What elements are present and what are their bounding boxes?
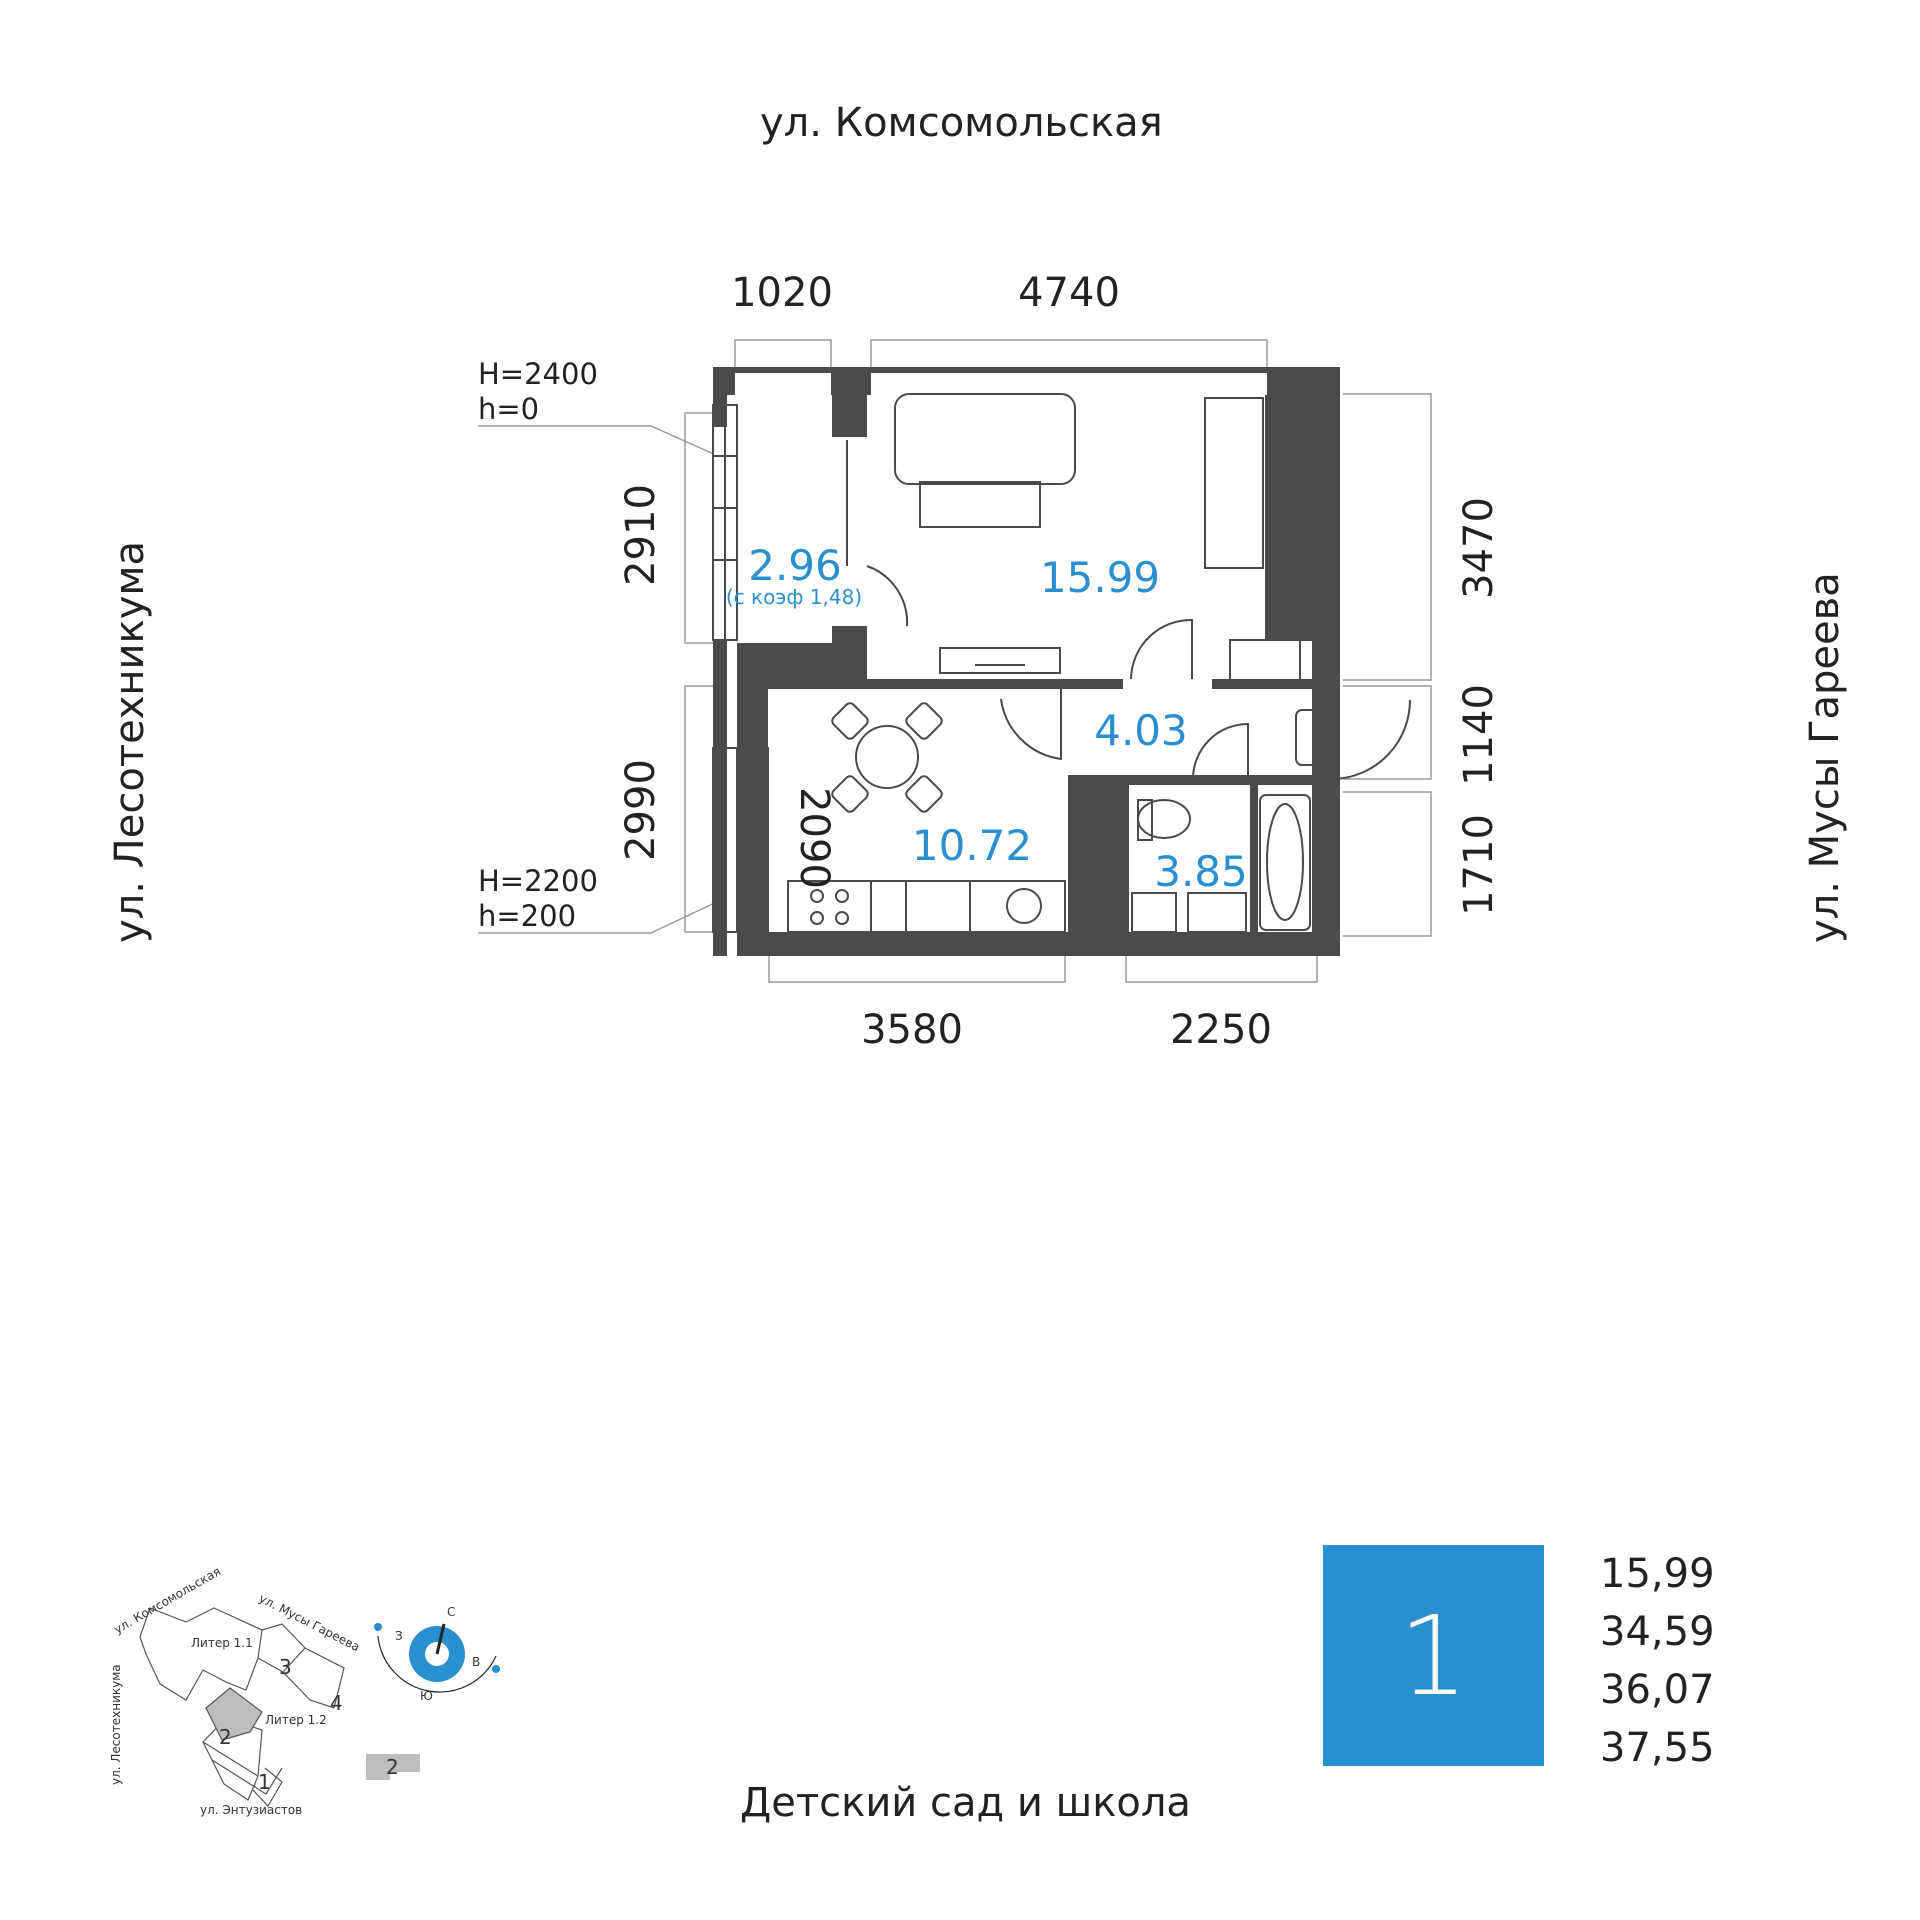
site-minimap [139,1607,500,1807]
balcony-area: 2.96 [748,541,842,590]
dim-left-lower: 2990 [618,759,664,861]
window-note-upper-h: h=0 [478,392,539,426]
room-floors [737,395,1312,932]
window-note-lower-H: H=2200 [478,864,598,898]
minimap-street-top: ул. Комсомольская [112,1564,224,1637]
minimap-street-right: ул. Мусы Гареева [257,1591,362,1654]
area-total-without-balcony: 34,59 [1600,1609,1715,1655]
compass-west: З [395,1629,403,1643]
minimap-liter-1-2: Литер 1.2 [265,1713,327,1727]
dim-top-right: 4740 [1018,270,1120,316]
minimap-section-4: 4 [330,1691,343,1715]
area-summary-list: 15,99 34,59 36,07 37,55 [1600,1545,1715,1777]
balcony-coef: (с коэф 1,48) [726,585,862,609]
area-total: 37,55 [1600,1725,1715,1771]
dim-bottom-left: 3580 [861,1007,963,1053]
street-top-label: ул. Комсомольская [760,100,1163,146]
compass-east: В [472,1655,480,1669]
minimap-street-bottom: ул. Энтузиастов [200,1803,302,1817]
bathroom-area: 3.85 [1154,847,1248,896]
minimap-section-1: 1 [258,1770,271,1794]
rooms-count-badge: 1 [1323,1545,1544,1766]
minimap-section-3: 3 [279,1655,292,1679]
doors [846,440,1411,781]
minimap-legend-section: 2 [386,1755,399,1779]
dimension-lines [478,339,1432,983]
area-living: 15,99 [1600,1551,1715,1597]
area-total-reduced: 36,07 [1600,1667,1715,1713]
compass-south: Ю [420,1689,433,1703]
minimap-liter-1-1: Литер 1.1 [191,1636,253,1650]
dim-right-upper: 3470 [1456,497,1502,599]
dim-top-left: 1020 [731,270,833,316]
street-bottom-label: Детский сад и школа [740,1780,1191,1826]
dim-bottom-right: 2250 [1170,1007,1272,1053]
minimap-street-left: ул. Лесотехникума [109,1664,123,1785]
dim-kitchen-inner: 2090 [791,787,837,889]
dim-right-lower: 1710 [1456,814,1502,916]
dim-right-middle: 1140 [1456,684,1502,786]
window-note-upper-H: H=2400 [478,357,598,391]
hall-area: 4.03 [1094,706,1188,755]
dim-left-upper: 2910 [618,484,664,586]
kitchen-area: 10.72 [912,821,1032,870]
living-area: 15.99 [1040,553,1160,602]
furniture [787,393,1329,933]
compass-north: С [447,1605,455,1619]
top-wall-segments [713,367,1340,395]
window-note-lower-h: h=200 [478,899,576,933]
minimap-section-2: 2 [219,1725,232,1749]
